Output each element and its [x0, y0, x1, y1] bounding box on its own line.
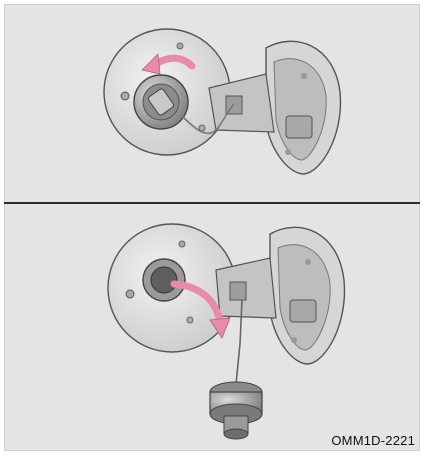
fuel-cap-icon [210, 382, 262, 439]
figure-code: OMM1D-2221 [331, 433, 415, 448]
step-1-panel [4, 4, 420, 202]
fuel-door-open-icon [4, 4, 420, 202]
filler-housing [108, 224, 236, 352]
fuel-door [209, 41, 340, 174]
step-2-panel [4, 204, 420, 451]
fuel-door [216, 227, 344, 364]
fuel-cap-removed-icon [4, 204, 420, 451]
